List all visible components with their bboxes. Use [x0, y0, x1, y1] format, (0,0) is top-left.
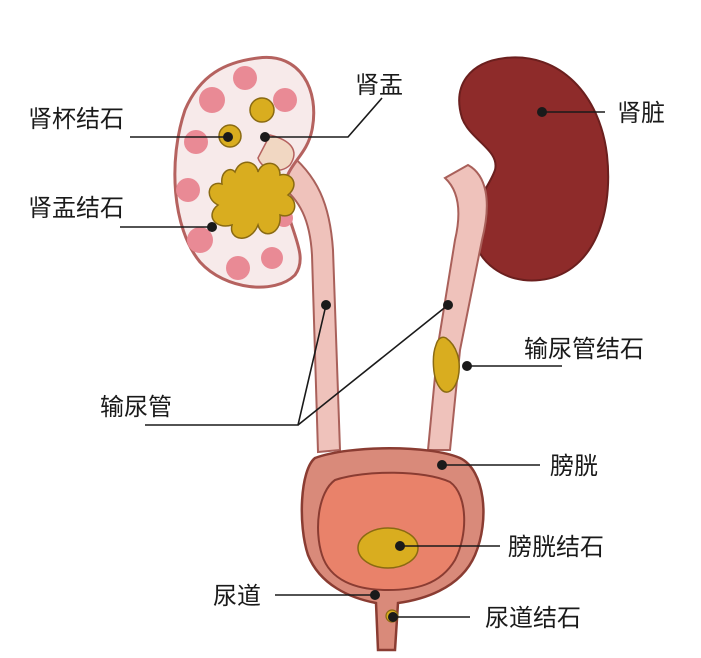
dot-renal-pelvis: [260, 132, 270, 142]
dot-kidney-calyx-stone: [223, 132, 233, 142]
dot-kidney: [537, 107, 547, 117]
dot-urethra: [370, 590, 380, 600]
label-urethra: 尿道: [213, 582, 261, 610]
label-ureter: 输尿管: [100, 393, 172, 421]
label-renal-pelvis-stone: 肾盂结石: [28, 194, 124, 222]
dot-ureter-left: [321, 300, 331, 310]
ureter-left: [278, 148, 342, 454]
leader-ureter-right-branch: [297, 304, 449, 426]
kidney-calyces: [176, 66, 297, 280]
ureter-stone-shape: [432, 336, 460, 393]
label-kidney-calyx-stone: 肾杯结石: [28, 105, 124, 133]
label-urethra-stone: 尿道结石: [485, 604, 581, 632]
dot-urethra-stone: [388, 612, 398, 622]
ureter-right: [426, 163, 488, 451]
bladder-stone-shape: [357, 527, 419, 569]
renal-pelvis-stone-shape: [208, 161, 296, 239]
dot-ureter-stone: [462, 361, 472, 371]
kidney-calyx-stones: [218, 97, 275, 148]
kidney-right: [458, 56, 610, 282]
label-bladder: 膀胱: [550, 452, 598, 480]
label-renal-pelvis: 肾盂: [355, 71, 403, 99]
leader-ureter: [145, 304, 327, 426]
dot-bladder-stone: [395, 541, 405, 551]
label-bladder-stone: 膀胱结石: [508, 533, 604, 561]
renal-pelvis-area: [257, 134, 295, 172]
dot-bladder: [437, 460, 447, 470]
dot-renal-pelvis-stone: [207, 222, 217, 232]
label-kidney: 肾脏: [617, 99, 665, 127]
dot-ureter-right: [443, 300, 453, 310]
label-ureter-stone: 输尿管结石: [524, 335, 644, 363]
leader-renal-pelvis: [265, 97, 383, 138]
